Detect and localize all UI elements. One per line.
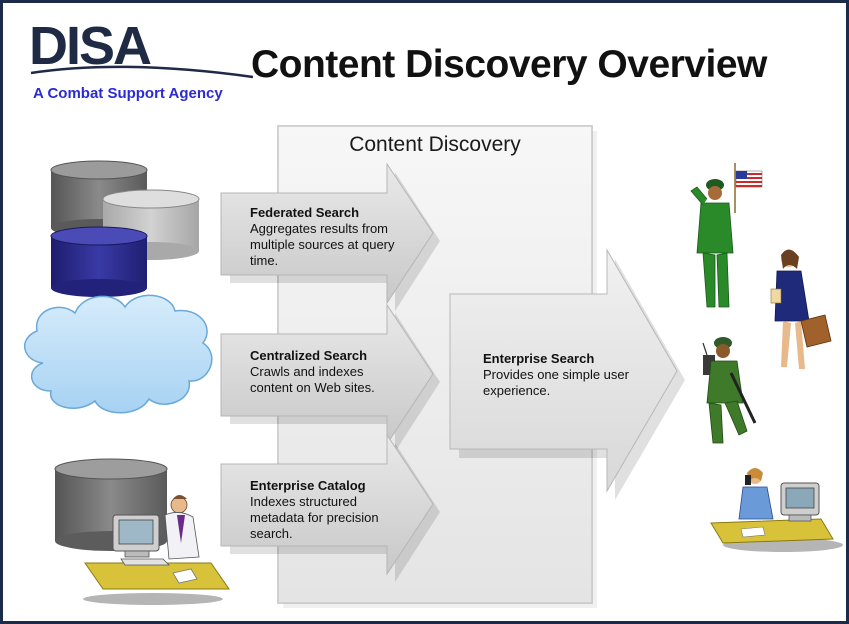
disa-logo-swoosh [30, 65, 254, 79]
centralized-search-arrow [220, 303, 440, 452]
centralized-search-label: Centralized Search Crawls and indexes co… [250, 348, 390, 396]
panel-title: Content Discovery [349, 133, 521, 156]
soldier-with-radio-icon [702, 337, 757, 444]
enterprise-search-description: Provides one simple user experience. [483, 367, 629, 398]
enterprise-search-arrow [449, 248, 685, 500]
soldier-saluting-icon [690, 163, 763, 308]
enterprise-search-label: Enterprise Search Provides one simple us… [483, 351, 643, 399]
enterprise-catalog-arrow [220, 433, 440, 582]
enterprise-search-title: Enterprise Search [483, 351, 595, 366]
federated-search-description: Aggregates results from multiple sources… [250, 221, 395, 268]
database-icon [50, 160, 200, 297]
centralized-search-description: Crawls and indexes content on Web sites. [250, 364, 375, 395]
page-title: Content Discovery Overview [251, 43, 767, 86]
enterprise-catalog-description: Indexes structured metadata for precisio… [250, 494, 379, 541]
businesswoman-icon [770, 249, 832, 369]
user-at-computer-icon [54, 458, 230, 605]
agency-tagline: A Combat Support Agency [33, 85, 223, 102]
office-worker-icon [710, 468, 843, 552]
centralized-search-title: Centralized Search [250, 348, 368, 363]
federated-search-title: Federated Search [250, 205, 360, 220]
disa-logo: DISA [29, 16, 152, 76]
diagram-canvas [23, 65, 843, 608]
enterprise-catalog-label: Enterprise Catalog Indexes structured me… [250, 478, 390, 542]
enterprise-catalog-title: Enterprise Catalog [250, 478, 366, 493]
federated-search-arrow [220, 162, 440, 311]
federated-search-label: Federated Search Aggregates results from… [250, 205, 400, 269]
cloud-icon [23, 294, 213, 414]
